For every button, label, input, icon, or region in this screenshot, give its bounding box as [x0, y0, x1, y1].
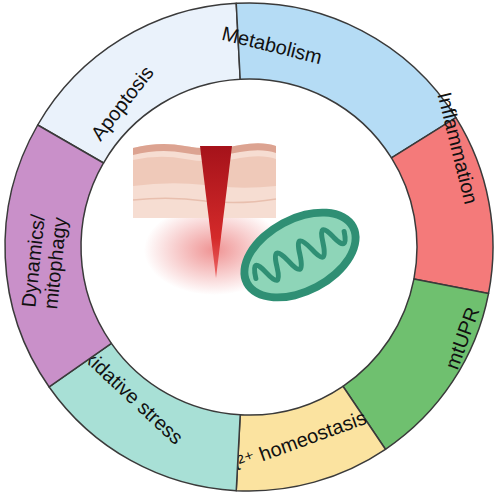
segment-shape [236, 3, 456, 158]
segment-label: Dynamics/ mitophagy [17, 210, 71, 314]
segment-shape [391, 118, 493, 294]
segment-shape [5, 125, 111, 387]
inner-disk [81, 79, 417, 415]
segment-label: mtUPR [431, 278, 493, 398]
segment-shape [49, 343, 240, 490]
segment-label: Metabolism [197, 16, 348, 74]
segment-label: Oxidative stress [51, 319, 205, 465]
segment-label: Ca²⁺ homeostasis [197, 401, 383, 487]
segment-shape [38, 3, 241, 163]
segment-shape [343, 279, 489, 449]
segment-label: Inflammation [429, 73, 487, 224]
segment-label: Apoptosis [70, 41, 174, 165]
segment-shape [236, 386, 385, 491]
mitochondrion [225, 190, 376, 321]
